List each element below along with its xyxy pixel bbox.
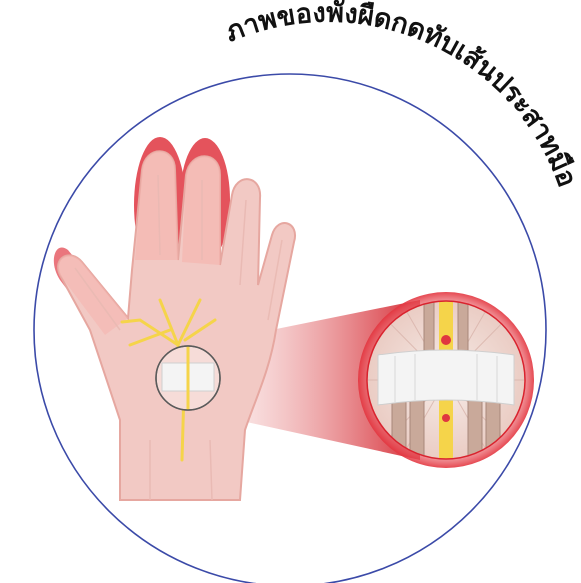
hand-anatomy-icon	[54, 137, 295, 500]
diagram-title: ภาพของพังผืดกดทับเส้นประสาทมือ	[221, 0, 581, 191]
carpal-tunnel-zoom-icon	[358, 292, 534, 468]
